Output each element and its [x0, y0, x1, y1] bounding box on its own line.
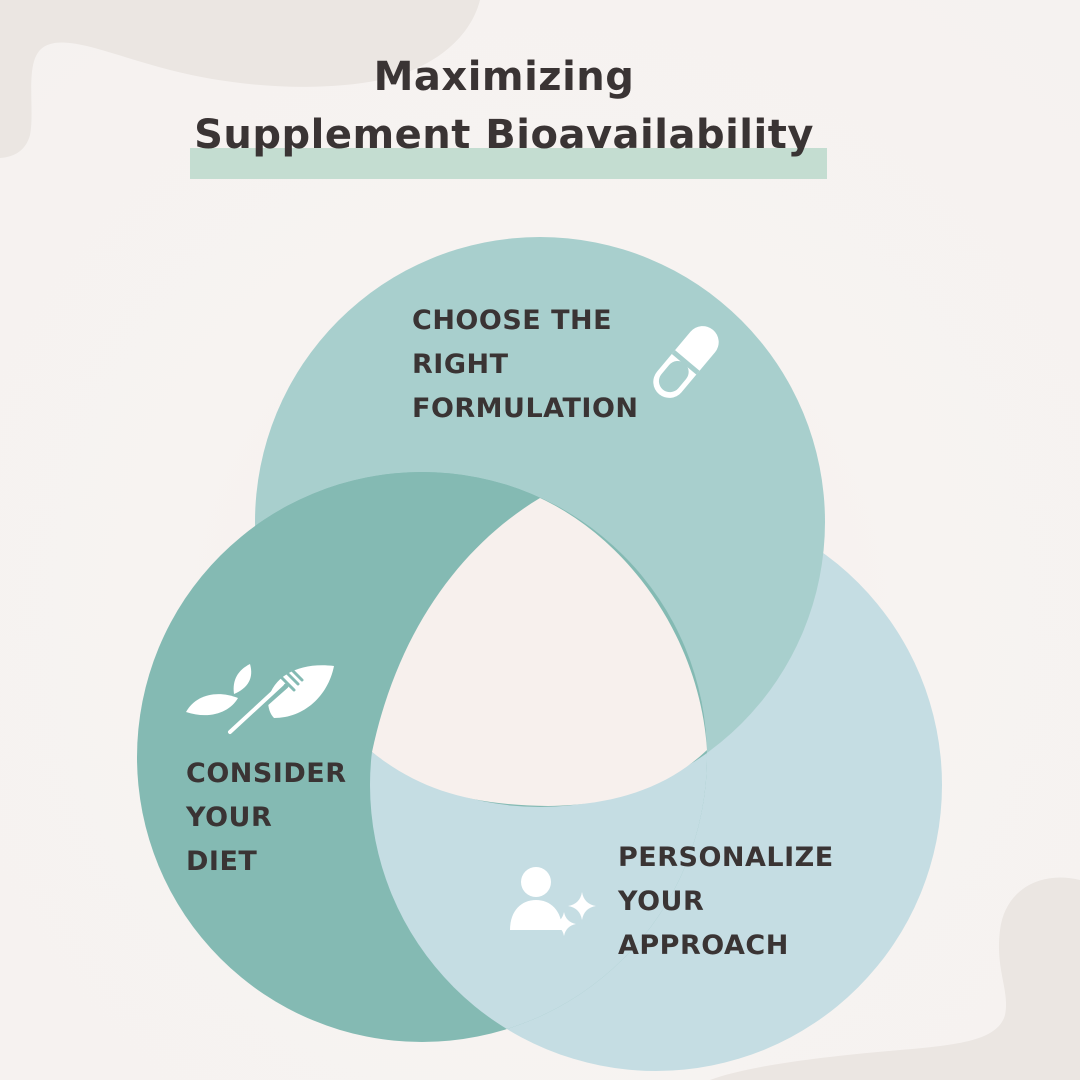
title-block: Maximizing Supplement Bioavailability	[0, 48, 1008, 164]
decorative-blob-top-left	[0, 0, 480, 158]
label-right-line-2: YOUR	[618, 886, 705, 917]
label-choose-formulation: CHOOSE THE RIGHT FORMULATION	[412, 299, 639, 431]
title-highlight-bar	[190, 148, 827, 179]
label-personalize-approach: PERSONALIZE YOUR APPROACH	[618, 836, 834, 968]
label-consider-diet: CONSIDER YOUR DIET	[186, 752, 347, 884]
title-line-1: Maximizing	[373, 54, 635, 100]
label-left-line-3: DIET	[186, 846, 258, 877]
decorative-blob-bottom-right	[710, 877, 1080, 1080]
title-line-2: Supplement Bioavailability	[194, 112, 814, 158]
label-left-line-2: YOUR	[186, 802, 273, 833]
center-void	[372, 498, 707, 806]
label-top-line-2: RIGHT	[412, 349, 509, 380]
label-left-line-1: CONSIDER	[186, 758, 347, 789]
label-top-line-3: FORMULATION	[412, 393, 639, 424]
leaf-fork-icon	[186, 664, 334, 735]
label-right-line-1: PERSONALIZE	[618, 842, 834, 873]
person-sparkle-icon	[510, 867, 596, 936]
label-right-line-3: APPROACH	[618, 930, 789, 961]
label-top-line-1: CHOOSE THE	[412, 305, 613, 336]
capsule-pill-icon	[653, 326, 719, 398]
